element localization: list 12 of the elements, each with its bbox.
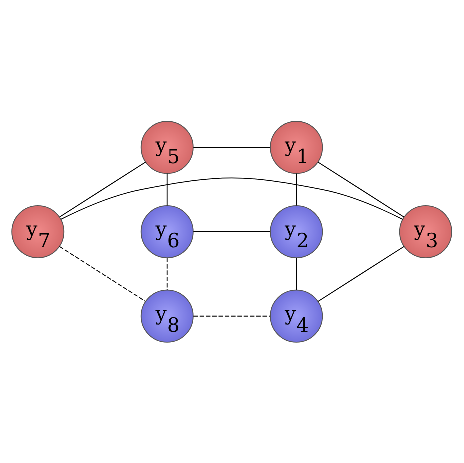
connector (296, 257, 298, 290)
connector (193, 146, 271, 148)
connector (296, 172, 298, 206)
connector (166, 257, 168, 290)
connector (166, 172, 168, 206)
connector (60, 177, 404, 220)
connector (193, 231, 271, 232)
connector (318, 161, 405, 218)
connector (193, 315, 271, 316)
connector (59, 161, 146, 218)
connector (318, 246, 405, 302)
connector (59, 246, 146, 302)
